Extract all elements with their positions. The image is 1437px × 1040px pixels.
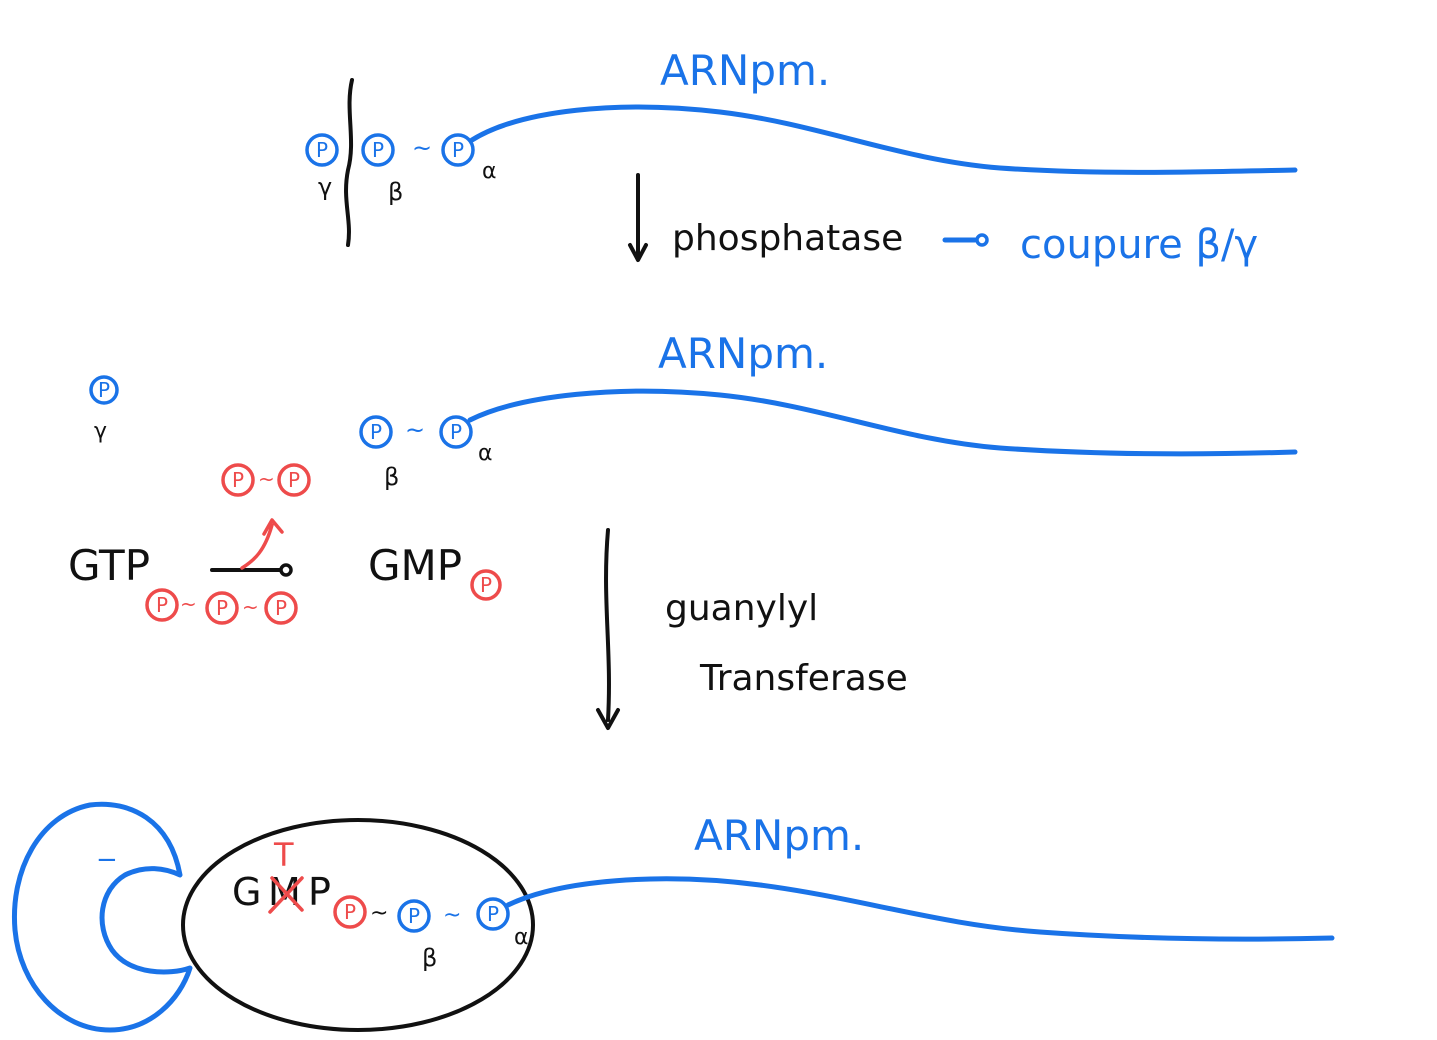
arrow-gtp-gmp-head [279,563,293,577]
phosphate-gamma: P [305,133,339,167]
svg-text:P: P [480,573,492,597]
pyrophosphate: P ~ P [221,463,311,497]
svg-text:P: P [156,593,168,617]
cap-phosphate-red: P [333,895,367,929]
svg-text:P: P [275,596,287,620]
rna-strand-2 [467,388,1298,457]
step-3: − G M T P P ~ P ~ β P α ARNpm. [11,801,1335,1033]
svg-text:P: P [450,420,462,444]
gmp-phosphate: P [470,569,502,601]
label-beta-2: β [384,463,399,491]
label-tilde-3a: ~ [370,901,388,926]
label-alpha-2: α [478,441,493,466]
rna-strand-1 [469,104,1298,175]
label-arn-1: ARNpm. [660,46,830,95]
step-2: P γ P ~ β P α ARNpm. P ~ P GTP [68,329,1298,730]
step-1: P γ P ~ β P α ARNpm. phosphatase coupure… [305,46,1298,268]
phosphate-beta: P [361,133,395,167]
svg-text:~: ~ [242,595,259,619]
cap-ellipse [181,818,535,1032]
label-cap-T: T [273,836,294,874]
svg-text:~: ~ [180,592,197,616]
cleavage-line [344,78,354,247]
label-beta-3: β [422,944,437,972]
label-arn-3: ARNpm. [694,811,864,860]
label-gtp: GTP [68,541,150,590]
svg-text:P: P [216,596,228,620]
label-gmp: GMP [368,541,462,590]
label-negative-charge: − [96,845,118,875]
label-alpha-3: α [514,925,529,950]
label-phosphatase: phosphatase [672,218,903,259]
label-tilde-1: ~ [412,134,432,162]
svg-text:P: P [408,904,420,928]
label-transferase: Transferase [699,658,908,699]
svg-text:P: P [232,468,244,492]
label-guanylyl: guanylyl [665,588,818,629]
svg-text:P: P [288,468,300,492]
cap-phosphate-beta: P [397,899,431,933]
label-tilde-3b: ~ [443,903,461,928]
phosphate-beta-2: P [359,415,393,449]
arrow-phosphatase [628,173,648,262]
arrow-guanylyl [596,528,620,730]
cross-out-M [268,876,304,914]
phosphate-alpha: P [441,133,475,167]
phosphate-alpha-2: P [439,415,473,449]
label-alpha: α [482,159,497,184]
cap-phosphate-alpha: P [476,897,510,931]
label-cap-G: G [232,870,261,914]
svg-text:~: ~ [258,467,275,491]
label-gamma-2: γ [94,419,107,444]
svg-text:P: P [372,138,384,162]
arrow-head-circle [975,233,989,247]
svg-text:P: P [370,420,382,444]
svg-text:P: P [344,900,356,924]
label-gamma: γ [318,173,332,201]
gtp-phosphates: P ~ P ~ P [145,588,298,625]
svg-text:P: P [316,138,328,162]
svg-text:P: P [98,378,110,402]
label-arn-2: ARNpm. [658,329,828,378]
label-beta: β [388,178,403,206]
label-coupure: coupure β/γ [1020,222,1258,268]
cap-binding-protein [11,801,193,1033]
label-cap-P: P [308,870,331,914]
released-phosphate-gamma: P [89,375,119,405]
svg-text:P: P [487,902,499,926]
label-tilde-2: ~ [405,416,425,444]
arrow-release-ppi [240,518,284,570]
svg-text:P: P [452,138,464,162]
rna-strand-3 [505,876,1335,942]
